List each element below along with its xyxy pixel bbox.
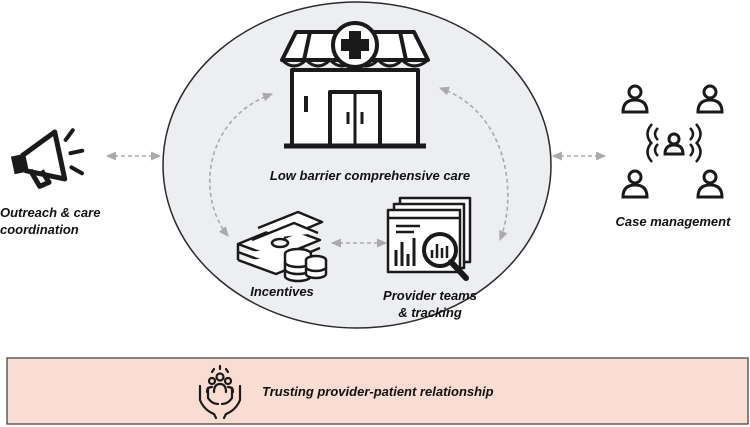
clinic-label: Low barrier comprehensive care <box>269 168 471 183</box>
money-stack-icon <box>236 210 328 283</box>
provider-label-line1: Provider teams <box>383 288 477 303</box>
foundation-label: Trusting provider-patient relationship <box>262 384 494 399</box>
arrow-clinic-provider <box>438 86 509 242</box>
connector-arrows <box>105 86 607 248</box>
outreach-label-line2: coordination <box>0 222 79 237</box>
provider-label: Provider teams & tracking <box>370 287 490 321</box>
people-network-icon <box>621 84 724 199</box>
arrow-clinic-incentives <box>209 92 274 237</box>
case-management-label: Case management <box>615 214 731 229</box>
hands-people-icon <box>198 364 242 420</box>
clinic-building-icon <box>280 21 430 149</box>
incentives-label: Incentives <box>250 284 314 299</box>
outreach-label-line1: Outreach & care <box>0 205 101 220</box>
analytics-magnifier-icon <box>386 196 472 281</box>
foundation-bar <box>6 357 749 425</box>
megaphone-icon <box>10 128 85 189</box>
provider-label-line2: & tracking <box>398 305 462 320</box>
outreach-label: Outreach & care coordination <box>0 204 110 238</box>
